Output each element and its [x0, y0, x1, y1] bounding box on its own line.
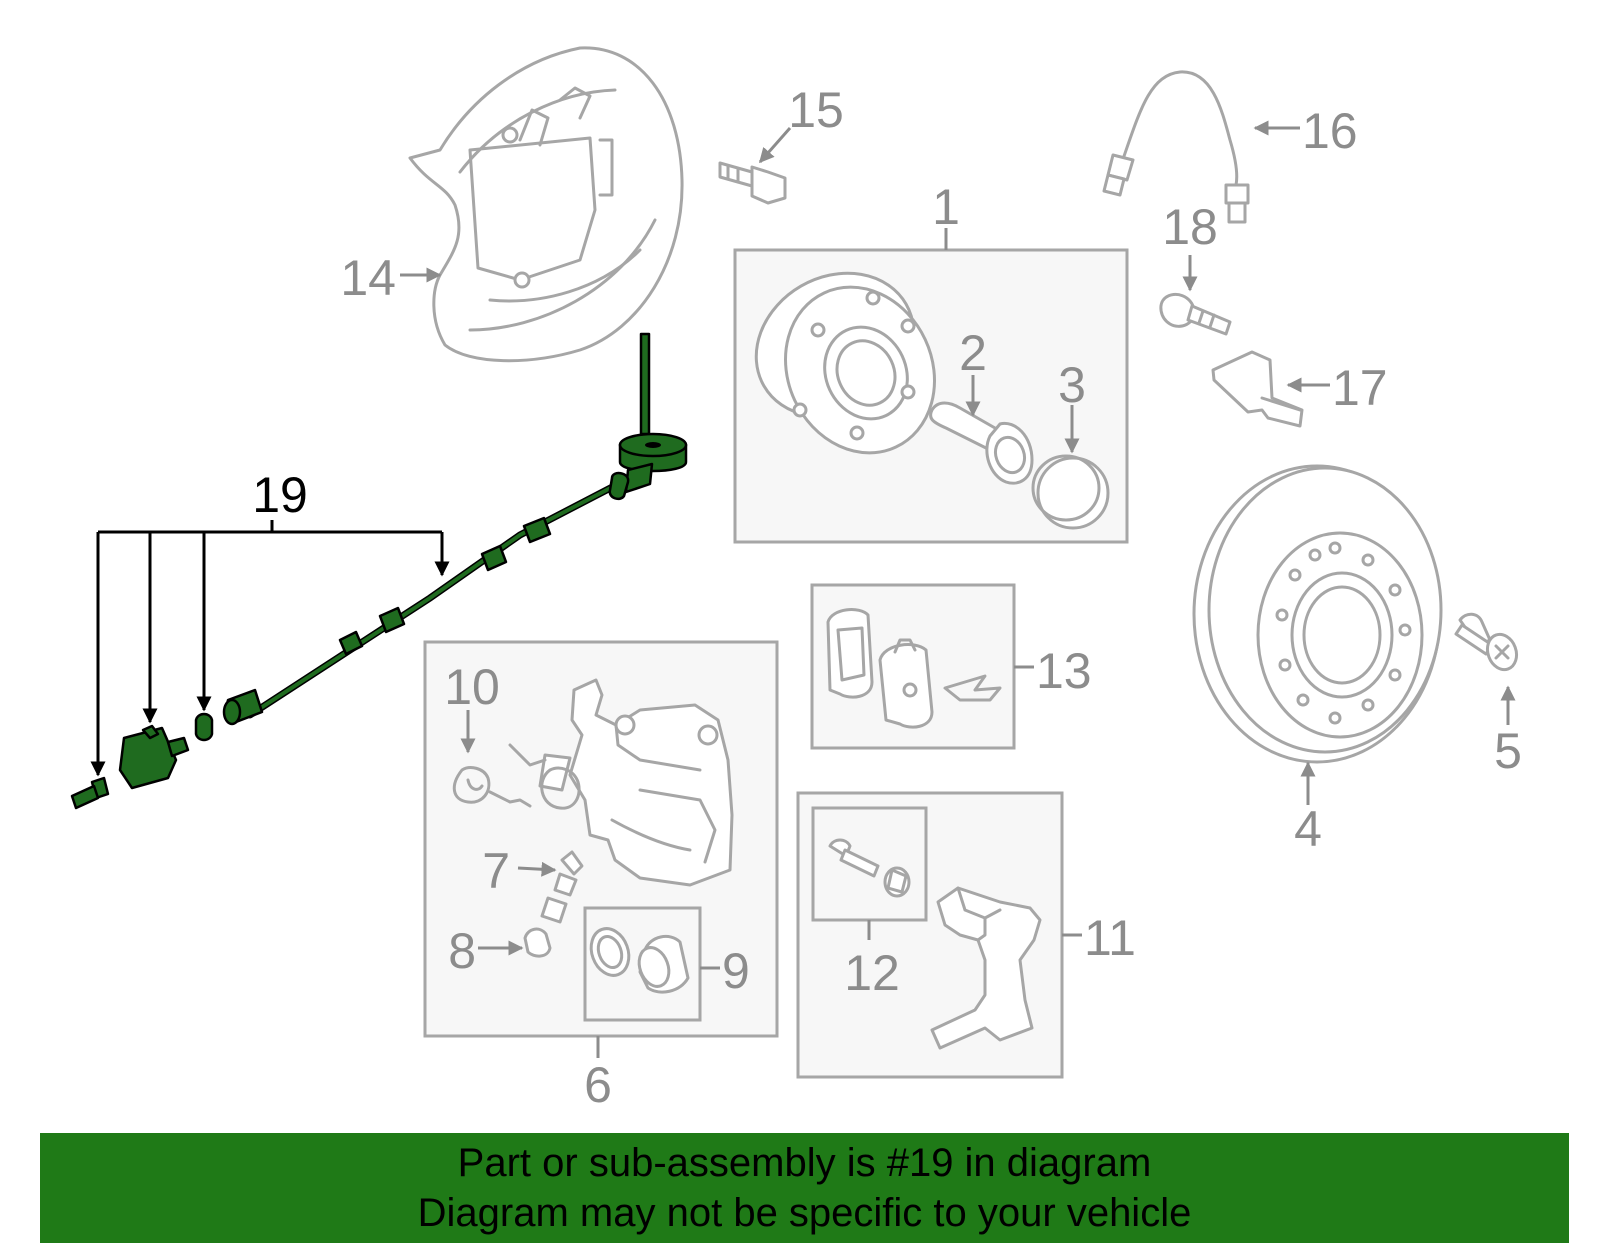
pad-clip-part[interactable] — [943, 674, 1002, 702]
bolt-15-part[interactable] — [718, 161, 787, 205]
hub-cap-part[interactable] — [1031, 454, 1110, 530]
piston-seal-part[interactable] — [585, 923, 690, 994]
callout-13: 13 — [1036, 643, 1092, 699]
hub-bearing-part[interactable] — [730, 245, 961, 477]
sensor-housing-part[interactable] — [118, 724, 190, 790]
banner-line-part-number: Part or sub-assembly is #19 in diagram — [457, 1141, 1152, 1185]
callout-15: 15 — [788, 82, 844, 138]
brake-rotor-part[interactable] — [1192, 464, 1443, 764]
bleeder-screw-part[interactable] — [540, 850, 584, 924]
callout-11: 11 — [1084, 910, 1136, 966]
callout-3: 3 — [1058, 357, 1086, 413]
callout-19: 19 — [252, 467, 308, 523]
brake-pad-part[interactable] — [826, 608, 934, 729]
caliper-box[interactable] — [423, 640, 779, 1038]
brake-hose-part[interactable] — [1102, 70, 1250, 224]
banner-line-disclaimer: Diagram may not be specific to your vehi… — [417, 1191, 1192, 1235]
bolt-18-part[interactable] — [1159, 293, 1232, 336]
sensor-grommet-part[interactable] — [194, 712, 214, 742]
notice-banner: Part or sub-assembly is #19 in diagram D… — [40, 1133, 1569, 1243]
callout-2: 2 — [959, 325, 987, 381]
callout-18: 18 — [1162, 199, 1218, 255]
bleeder-cap-part[interactable] — [523, 927, 552, 958]
guide-pin-box[interactable] — [811, 806, 928, 922]
hub-bolt-part[interactable] — [929, 401, 1034, 485]
callout-9: 9 — [722, 943, 750, 999]
parts-diagram: 1 2 3 4 5 6 7 8 9 10 11 12 13 14 15 16 1… — [70, 46, 1522, 1113]
parking-brake-cable-clip-part[interactable] — [452, 766, 581, 810]
callout-labels: 1 2 3 4 5 6 7 8 9 10 11 12 13 14 15 16 1… — [252, 82, 1522, 1113]
piston-seal-box[interactable] — [583, 906, 702, 1022]
abs-wheel-speed-sensor-part[interactable] — [222, 332, 688, 726]
guide-pin-part[interactable] — [828, 838, 911, 898]
callout-14: 14 — [340, 250, 396, 306]
rotor-screw-part[interactable] — [1454, 612, 1521, 673]
callout-1: 1 — [932, 179, 960, 235]
part-19-leader-lines — [90, 520, 450, 777]
callout-17: 17 — [1332, 360, 1388, 416]
brake-pad-box[interactable] — [810, 583, 1016, 750]
sensor-bracket-part[interactable] — [1211, 350, 1304, 428]
callout-4: 4 — [1294, 801, 1322, 857]
callout-5: 5 — [1494, 723, 1522, 779]
sensor-bolt-part[interactable] — [70, 776, 110, 810]
callout-6: 6 — [584, 1057, 612, 1113]
dust-shield-part[interactable] — [408, 46, 684, 363]
callout-7: 7 — [482, 843, 510, 899]
callout-8: 8 — [448, 923, 476, 979]
caliper-part[interactable] — [508, 678, 734, 887]
callout-12: 12 — [844, 945, 900, 1001]
leader-lines — [400, 120, 1516, 1058]
callout-10: 10 — [444, 659, 500, 715]
callout-16: 16 — [1302, 103, 1358, 159]
caliper-bracket-part[interactable] — [930, 886, 1042, 1050]
caliper-bracket-box[interactable] — [796, 791, 1064, 1079]
hub-assembly-box[interactable] — [730, 245, 1129, 544]
